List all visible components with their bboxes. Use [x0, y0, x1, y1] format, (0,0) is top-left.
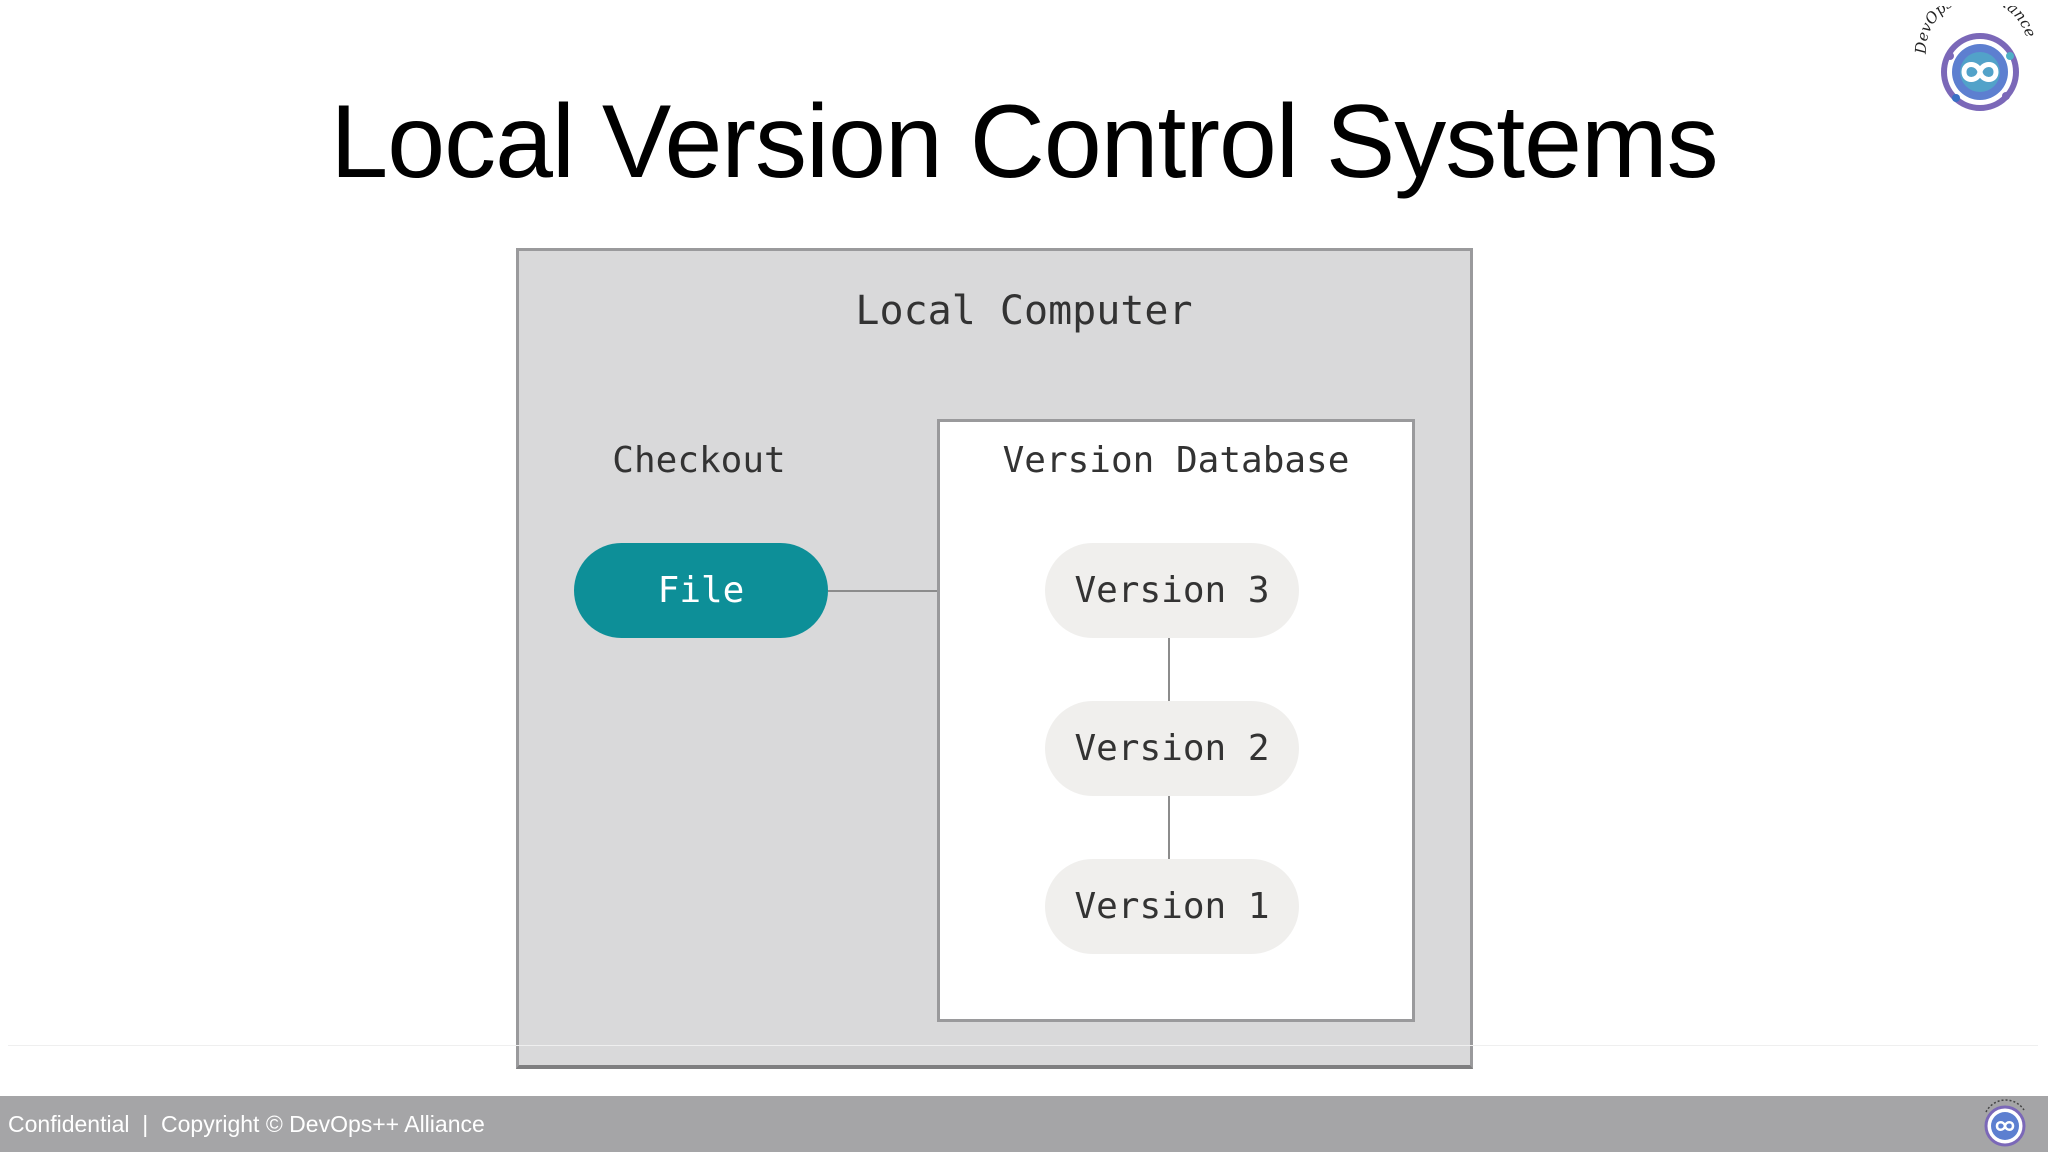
file-node: File [574, 543, 828, 638]
version3-to-version2-connector [1168, 638, 1170, 701]
slide-title: Local Version Control Systems [330, 84, 1718, 200]
version-database-label: Version Database [1002, 440, 1350, 481]
devops-alliance-footer-logo [1984, 1099, 2026, 1147]
local-computer-diagram: Local Computer Checkout File Version Dat… [516, 248, 1473, 1069]
local-computer-label: Local Computer [855, 288, 1193, 334]
version-2-node: Version 2 [1045, 701, 1299, 796]
checkout-label: Checkout [612, 440, 786, 481]
version-1-node: Version 1 [1045, 859, 1299, 954]
version2-to-version1-connector [1168, 796, 1170, 859]
devops-alliance-logo: DevOps++ Alliance [1912, 6, 2038, 111]
version-3-node: Version 3 [1045, 543, 1299, 638]
footer-copyright-text: Confidential | Copyright © DevOps++ Alli… [8, 1111, 485, 1137]
footer-bar: Confidential | Copyright © DevOps++ Alli… [0, 1096, 2048, 1152]
footer-divider [8, 1045, 2038, 1046]
